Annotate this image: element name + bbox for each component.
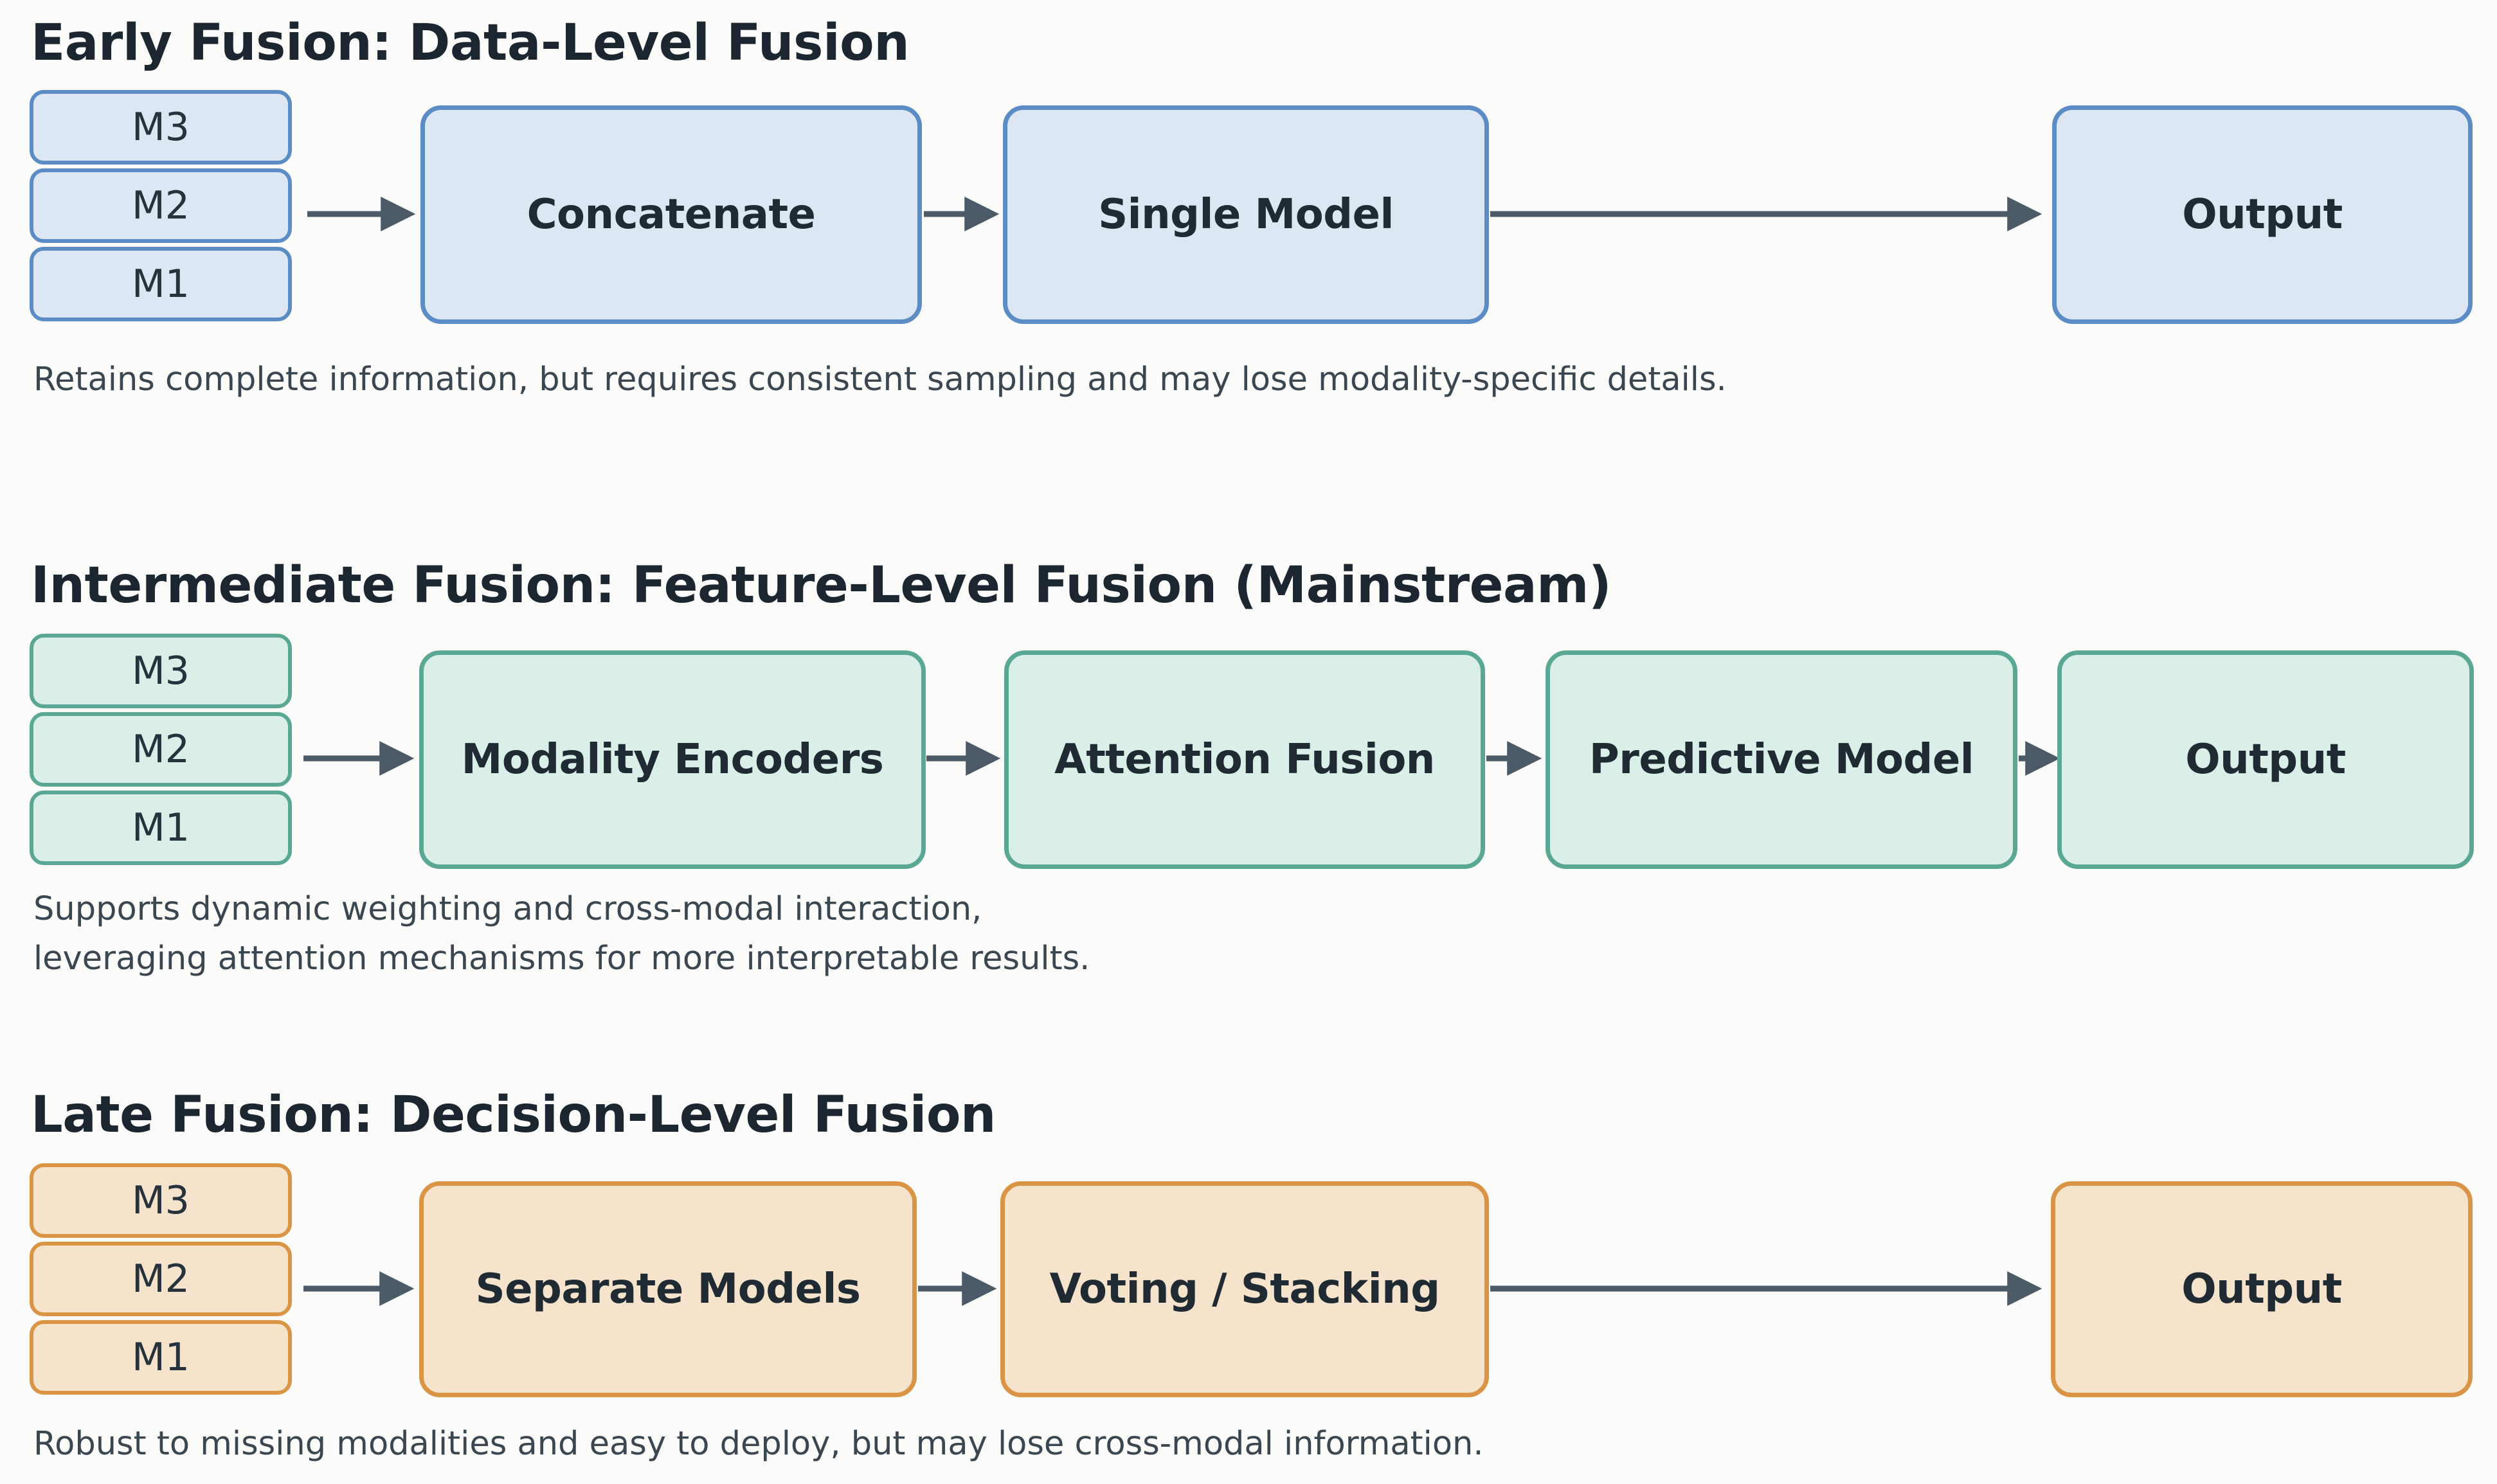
modality-m1: M1 (30, 791, 292, 865)
modality-encoders-box: Modality Encoders (419, 650, 926, 869)
separate-models-box: Separate Models (419, 1181, 917, 1397)
section-title: Late Fusion: Decision-Level Fusion (31, 1086, 996, 1144)
attention-fusion-box: Attention Fusion (1004, 650, 1485, 869)
modality-m2: M2 (30, 712, 292, 787)
modality-m1: M1 (30, 1320, 292, 1395)
section-description: Retains complete information, but requir… (33, 355, 1727, 404)
section-description: Supports dynamic weighting and cross-mod… (33, 884, 1090, 983)
modality-m3: M3 (30, 634, 292, 708)
predictive-model-box: Predictive Model (1546, 650, 2017, 869)
description-line: Robust to missing modalities and easy to… (33, 1425, 1484, 1463)
section-description: Robust to missing modalities and easy to… (33, 1419, 1484, 1469)
concatenate-box: Concatenate (420, 105, 922, 324)
single-model-box: Single Model (1003, 105, 1489, 324)
output-box: Output (2051, 1181, 2473, 1397)
modality-m3: M3 (30, 90, 292, 165)
voting-stacking-box: Voting / Stacking (1000, 1181, 1489, 1397)
description-line: leveraging attention mechanisms for more… (33, 940, 1090, 978)
modality-m2: M2 (30, 1242, 292, 1316)
section-title: Early Fusion: Data-Level Fusion (31, 14, 910, 72)
modality-m3: M3 (30, 1163, 292, 1238)
description-line: Retains complete information, but requir… (33, 361, 1727, 398)
output-box: Output (2057, 650, 2474, 869)
output-box: Output (2052, 105, 2473, 324)
section-title: Intermediate Fusion: Feature-Level Fusio… (31, 557, 1612, 614)
description-line: Supports dynamic weighting and cross-mod… (33, 890, 982, 928)
modality-m2: M2 (30, 168, 292, 243)
modality-m1: M1 (30, 247, 292, 321)
